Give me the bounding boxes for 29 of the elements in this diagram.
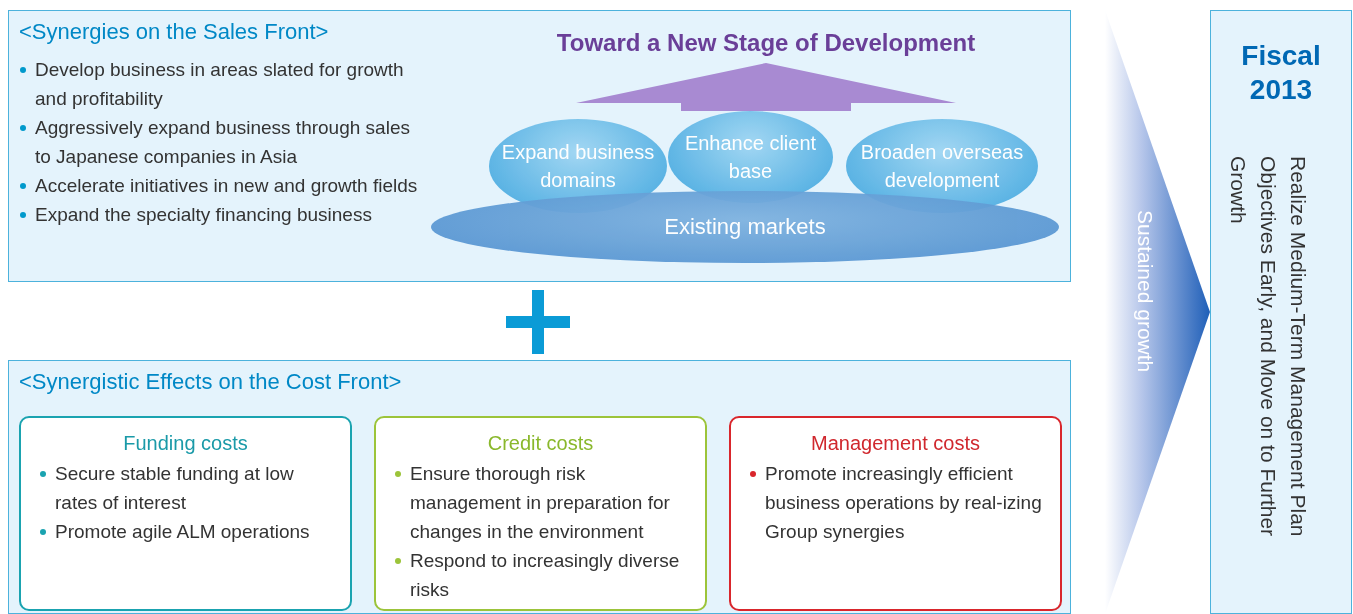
- panel: [8, 10, 1071, 282]
- bullet-text: Promote increasingly efficient business operations by real-izing Group synergies: [749, 459, 1050, 546]
- ellipse-label: Existing markets: [663, 213, 827, 241]
- vertical-text: Realize Medium-Term Management Plan Objectives Early, and Move on to Further Growth: [1226, 156, 1311, 539]
- ellipse-label: Broaden overseas development: [859, 140, 1025, 193]
- bullet-text: Ensure thorough risk management in preparation for changes in the environment: [394, 459, 695, 546]
- bullet-text: Secure stable funding at low rates of interest: [39, 459, 340, 517]
- goal-box: [1210, 10, 1352, 614]
- card-heading: Credit costs: [486, 432, 595, 455]
- edge-label: Sustained growth: [1133, 210, 1157, 373]
- bullet-text: Respond to increasingly diverse risks: [394, 546, 695, 604]
- heading-text: Toward a New Stage of Development: [531, 29, 1001, 63]
- panel-heading: <Synergies on the Sales Front>: [19, 19, 329, 45]
- bullet-text: Develop business in areas slated for growth and profitability: [19, 55, 419, 113]
- bullet-text: Promote agile ALM operations: [39, 517, 340, 546]
- cost-card: [374, 416, 707, 611]
- arrow: [576, 63, 956, 111]
- bullet-text: Expand the specialty financing business: [19, 200, 419, 229]
- panel: [8, 360, 1071, 614]
- bullet-text: Aggressively expand business through sales to Japanese companies in Asia: [19, 113, 419, 171]
- goal-heading: Fiscal 2013: [1240, 39, 1322, 107]
- ellipse-label: Expand business domains: [500, 140, 656, 193]
- bullet-text: Accelerate initiatives in new and growth fields: [19, 171, 419, 200]
- cost-card: [729, 416, 1062, 611]
- ellipse-label: Enhance client base: [683, 131, 818, 184]
- panel-heading: <Synergistic Effects on the Cost Front>: [19, 369, 402, 395]
- card-heading: Management costs: [810, 432, 981, 455]
- card-heading: Funding costs: [122, 432, 249, 455]
- cost-card: [19, 416, 352, 611]
